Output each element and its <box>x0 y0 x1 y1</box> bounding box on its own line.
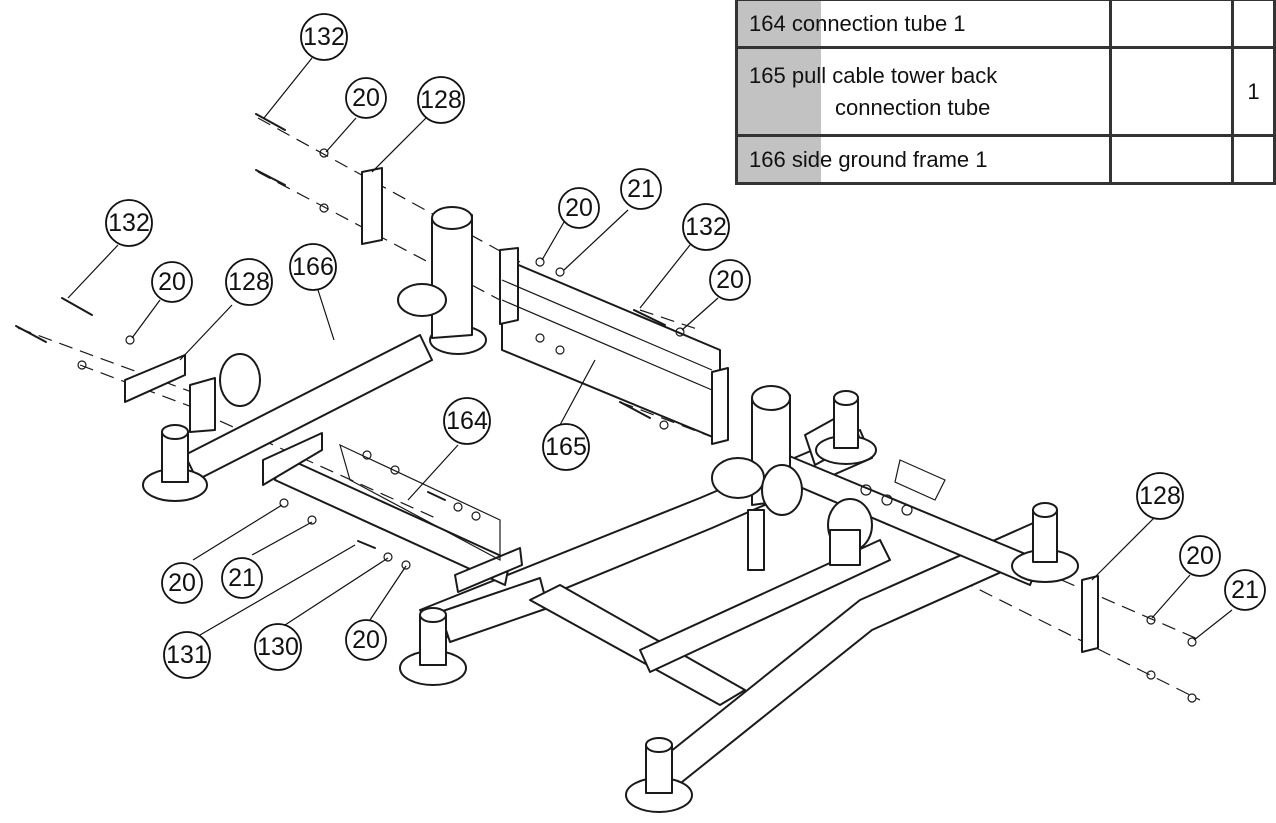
part-id: 164 <box>749 10 786 36</box>
part-name-cell: 166 side ground frame 1 <box>734 134 1113 185</box>
part-name-cell: 165 pull cable tower back connection tub… <box>734 46 1113 137</box>
svg-text:20: 20 <box>158 268 186 296</box>
callout-164: 164 <box>443 397 491 445</box>
svg-text:20: 20 <box>1186 542 1214 570</box>
side-ground-frame-166 <box>124 206 487 502</box>
svg-text:128: 128 <box>228 268 270 296</box>
callout-20-far-right: 20 <box>1179 535 1221 577</box>
callout-20-lower-left: 20 <box>161 562 203 604</box>
part-qty-cell: 1 <box>1230 46 1276 137</box>
svg-text:20: 20 <box>168 569 196 597</box>
part-name-line2: connection tube <box>835 94 991 120</box>
table-row: 164 connection tube 1 <box>734 0 1276 49</box>
callout-21-far-right: 21 <box>1224 569 1266 611</box>
callout-21-mid: 21 <box>620 168 662 210</box>
svg-text:165: 165 <box>545 433 587 461</box>
callout-128-left: 128 <box>225 258 273 306</box>
callout-132-left: 132 <box>105 199 153 247</box>
part-col2-cell <box>1109 0 1234 49</box>
svg-text:164: 164 <box>446 407 488 435</box>
part-col2-cell <box>1109 134 1234 185</box>
pulley-assemblies <box>711 457 946 571</box>
callout-165: 165 <box>542 423 590 471</box>
svg-text:132: 132 <box>108 209 150 237</box>
svg-text:131: 131 <box>166 641 208 669</box>
parts-table: 164 connection tube 1 165 pull cable tow… <box>734 0 1276 185</box>
callout-20-left: 20 <box>151 261 193 303</box>
svg-text:130: 130 <box>257 633 299 661</box>
part-qty-cell <box>1230 134 1276 185</box>
connection-tube-164 <box>262 432 523 593</box>
part-name: side ground frame 1 <box>791 146 988 172</box>
callout-132-right: 132 <box>682 203 730 251</box>
svg-text:20: 20 <box>716 266 744 294</box>
svg-text:21: 21 <box>1231 576 1259 604</box>
part-qty-cell <box>1230 0 1276 49</box>
plate-128-right <box>1081 575 1099 653</box>
connection-tube-165 <box>499 247 729 445</box>
callouts: 132 20 128 132 20 128 166 20 <box>105 13 1266 679</box>
svg-text:166: 166 <box>292 253 334 281</box>
svg-text:20: 20 <box>352 626 380 654</box>
svg-text:21: 21 <box>627 175 655 203</box>
part-id: 166 <box>749 146 786 172</box>
part-col2-cell <box>1109 46 1234 137</box>
part-name: connection tube 1 <box>791 10 966 36</box>
part-name-line1: pull cable tower back <box>791 62 998 88</box>
callout-128-right: 128 <box>1136 472 1184 520</box>
callout-20-lower-mid: 20 <box>345 619 387 661</box>
callout-leaders <box>67 57 1233 641</box>
callout-166: 166 <box>289 243 337 291</box>
svg-text:128: 128 <box>420 86 462 114</box>
callout-132-top: 132 <box>300 13 348 61</box>
part-id: 165 <box>749 62 786 88</box>
fasteners <box>15 113 1197 703</box>
table-row: 165 pull cable tower back connection tub… <box>734 46 1276 137</box>
callout-130: 130 <box>254 623 302 671</box>
svg-text:132: 132 <box>303 23 345 51</box>
svg-text:20: 20 <box>352 84 380 112</box>
svg-text:132: 132 <box>685 213 727 241</box>
table-row: 166 side ground frame 1 <box>734 134 1276 185</box>
base-frame <box>419 385 1056 791</box>
svg-text:128: 128 <box>1139 482 1181 510</box>
callout-20-right: 20 <box>709 259 751 301</box>
callout-21-lower-left: 21 <box>221 557 263 599</box>
svg-text:21: 21 <box>228 564 256 592</box>
svg-text:20: 20 <box>565 194 593 222</box>
callout-128-top: 128 <box>417 76 465 124</box>
callout-20-mid: 20 <box>558 187 600 229</box>
floor-pads <box>399 390 1079 813</box>
plate-128-top <box>361 167 383 245</box>
part-name-cell: 164 connection tube 1 <box>734 0 1113 49</box>
callout-20-top: 20 <box>345 77 387 119</box>
callout-131: 131 <box>163 631 211 679</box>
